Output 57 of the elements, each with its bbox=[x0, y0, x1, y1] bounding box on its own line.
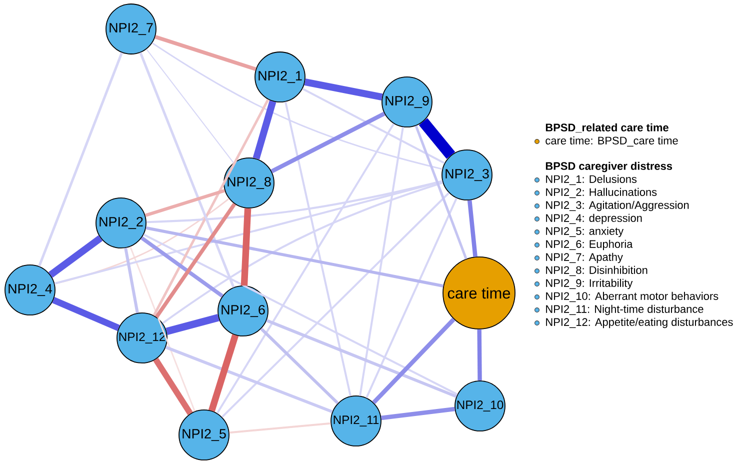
legend-text: NPI2_2: Hallucinations bbox=[546, 188, 657, 198]
edge-line bbox=[153, 358, 193, 416]
edge-line bbox=[208, 334, 239, 412]
edge-line bbox=[154, 202, 236, 318]
legend-text: NPI2_4: depression bbox=[546, 214, 642, 224]
edge-line bbox=[152, 98, 270, 316]
legend-heading: BPSD caregiver distress bbox=[546, 162, 672, 172]
edge-line bbox=[302, 88, 445, 164]
edge-line bbox=[52, 297, 120, 331]
edge-line bbox=[240, 208, 252, 286]
legend-text: NPI2_7: Apathy bbox=[546, 252, 623, 264]
legend-text: NPI2_3: Agitation/Aggression bbox=[546, 200, 689, 212]
edge-line bbox=[477, 329, 482, 381]
edge-line bbox=[266, 319, 457, 398]
edge-line bbox=[139, 52, 235, 288]
edge-line bbox=[304, 78, 383, 100]
edge-line bbox=[162, 182, 444, 324]
edge-line bbox=[372, 318, 456, 404]
edge-line bbox=[48, 235, 103, 278]
legend-text: NPI2_11: Night-time disturbance bbox=[546, 304, 704, 316]
edge-line bbox=[229, 422, 331, 434]
edge-line bbox=[381, 406, 455, 420]
edge-line bbox=[166, 314, 220, 335]
edge-line bbox=[38, 52, 123, 267]
edge-line bbox=[146, 180, 443, 224]
edge-line bbox=[165, 346, 333, 414]
edge-line bbox=[146, 226, 444, 288]
edge-line bbox=[154, 34, 256, 71]
edge-line bbox=[252, 100, 276, 160]
edge-line bbox=[216, 123, 395, 414]
edge-line bbox=[143, 234, 458, 396]
edge-line bbox=[359, 126, 404, 396]
legend-text: NPI2_5: anxiety bbox=[546, 226, 624, 238]
edge-line bbox=[130, 246, 196, 412]
edge-line bbox=[414, 125, 468, 260]
edge-line bbox=[152, 42, 442, 170]
edge-line bbox=[260, 328, 339, 404]
edge-line bbox=[284, 102, 352, 396]
legend-text: NPI2_9: Irritability bbox=[546, 278, 633, 290]
edge-line bbox=[54, 180, 443, 284]
edge-line bbox=[418, 118, 456, 159]
legend-text: NPI2_8: Disinhibition bbox=[546, 266, 648, 276]
edge-line bbox=[144, 189, 226, 217]
legend-text: NPI2_1: Delusions bbox=[546, 174, 637, 186]
edge-line bbox=[467, 200, 478, 257]
edge-line bbox=[366, 198, 458, 398]
edge-line bbox=[221, 192, 450, 418]
legend-text: NPI2_10: Aberrant motor behaviors bbox=[546, 292, 718, 302]
legend-text: care time: BPSD_care time bbox=[546, 136, 678, 147]
edge-line bbox=[124, 248, 139, 314]
edge-line bbox=[54, 198, 230, 285]
legend-text: NPI2_12: Appetite/eating disturbances bbox=[546, 318, 733, 328]
edge-line bbox=[146, 48, 234, 164]
legend-heading: BPSD_related care time bbox=[546, 123, 668, 133]
legend-text: NPI2_6: Euphoria bbox=[546, 240, 633, 250]
edge-line bbox=[140, 236, 224, 298]
edge-line bbox=[270, 112, 386, 174]
